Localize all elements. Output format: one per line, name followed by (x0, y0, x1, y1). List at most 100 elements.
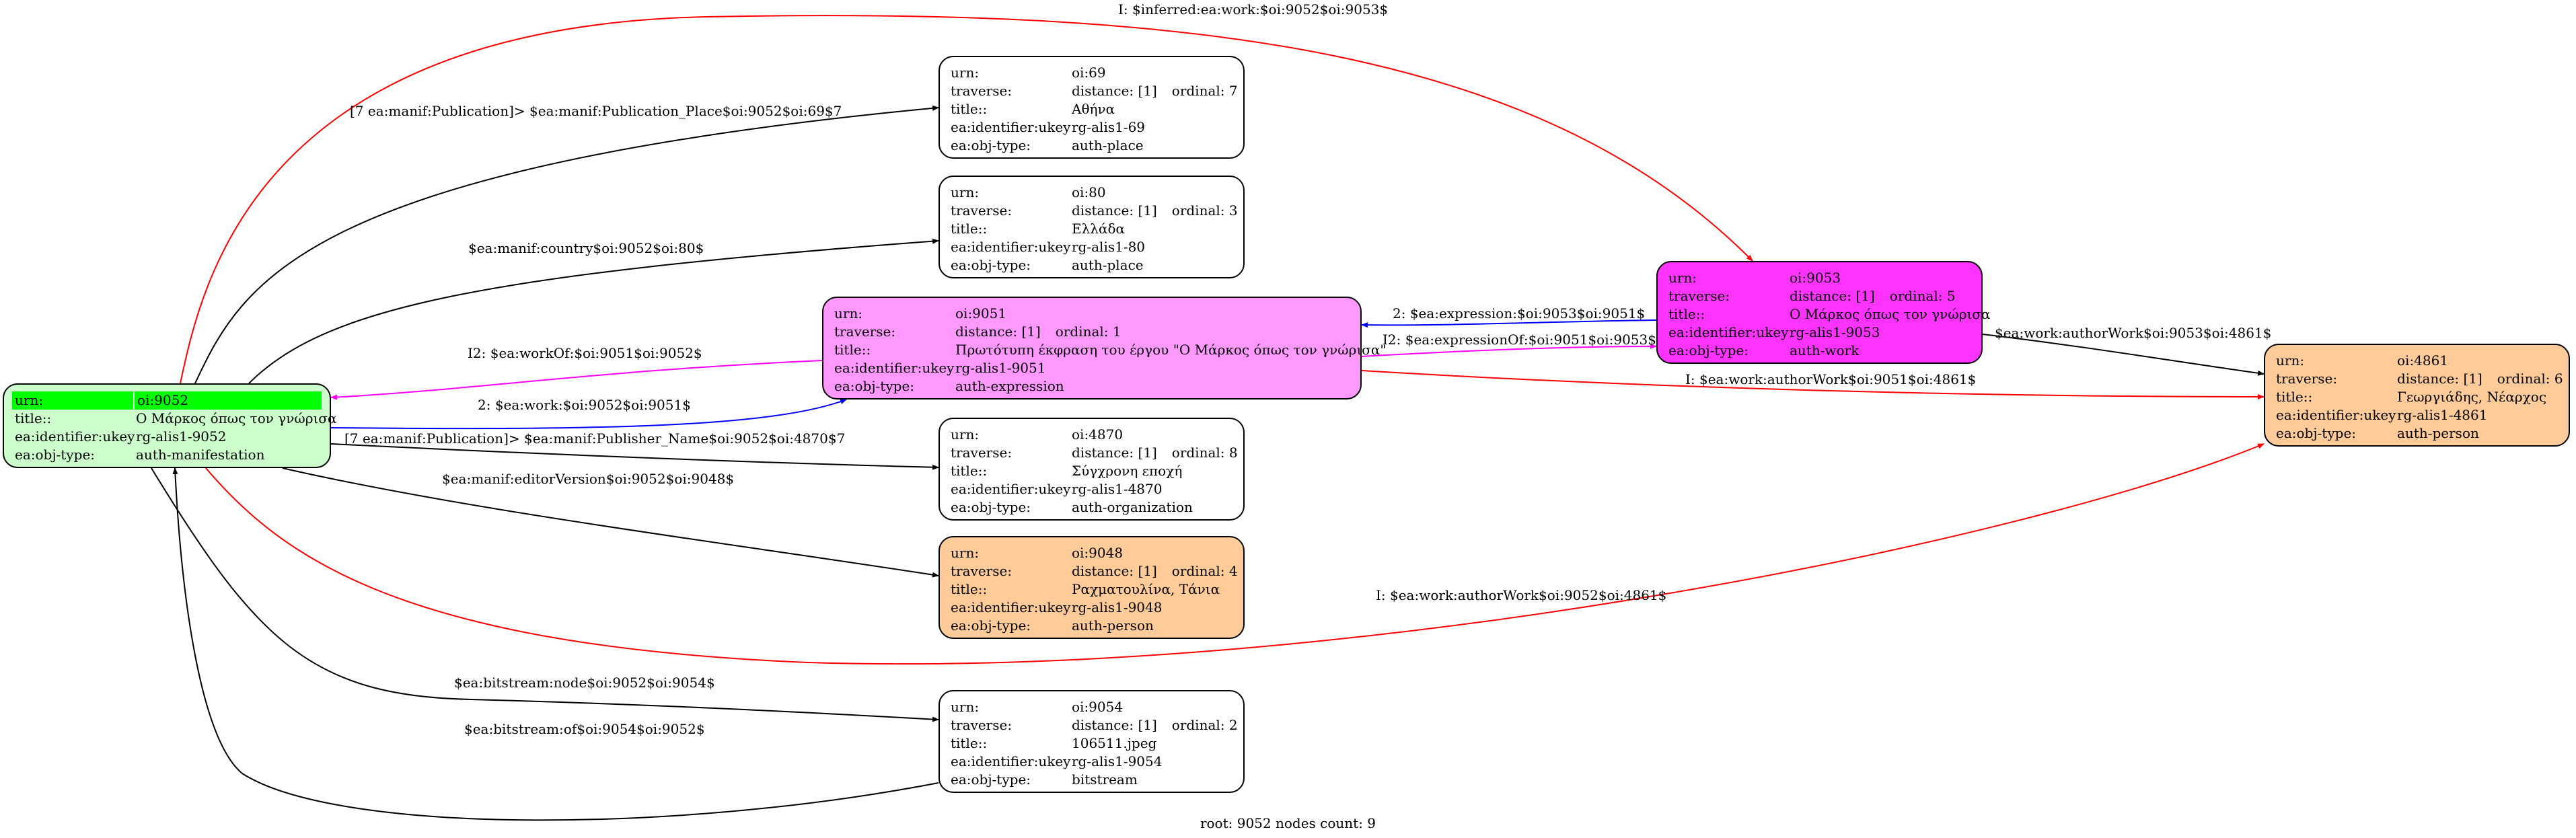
edge-label: $ea:manif:editorVersion$oi:9052$oi:9048$ (442, 471, 735, 487)
node-row: ea:obj-type:auth-work (1666, 342, 1973, 360)
row-value: rg-alis1-9048 (1069, 599, 1235, 617)
row-key: ea:obj-type: (15, 447, 96, 463)
node-row: traverse:distance: [1]ordinal: 8 (948, 444, 1238, 462)
node-row: title::Ο Μάρκος όπως τον γνώρισα (12, 410, 336, 428)
row-value-text: Πρωτότυπη έκφραση του έργου "Ο Μάρκος όπ… (955, 342, 1387, 358)
row-key: urn: (2276, 352, 2305, 369)
node-row: title::Ραχματουλίνα, Τάνια (948, 580, 1235, 599)
row-value: distance: [1]ordinal: 5 (1787, 287, 1973, 305)
node-row: traverse:distance: [1]ordinal: 4 (948, 562, 1238, 580)
edge-bitstream-node (151, 467, 939, 722)
row-value-text: distance: [1] (2397, 371, 2482, 387)
row-value: distance: [1]ordinal: 8 (1069, 444, 1238, 462)
row-value-text: oi:4861 (2397, 352, 2449, 369)
row-value-text: oi:9048 (1072, 545, 1124, 561)
node-oi-9053[interactable]: urn: oi:9053 traverse: distance: [1]ordinal… (1656, 261, 1990, 364)
row-value: oi:4870 (1069, 426, 1235, 444)
row-value-text: oi:80 (1072, 184, 1106, 200)
row-value: auth-manifestation (133, 446, 322, 464)
node-row: traverse:distance: [1]ordinal: 2 (948, 716, 1238, 734)
edge-inferred-work (180, 15, 1753, 384)
edge-editor (282, 467, 939, 578)
edge-expressionof (1361, 344, 1657, 357)
row-key: urn: (951, 65, 980, 81)
row-key: title:: (951, 101, 988, 117)
row-value: auth-place (1069, 137, 1235, 155)
row-value-text: distance: [1] (1072, 202, 1157, 219)
row-key: ea:obj-type: (951, 771, 1031, 788)
node-row: traverse:distance: [1]ordinal: 7 (948, 82, 1238, 100)
row-key: title:: (834, 342, 871, 358)
edge-expression (1361, 319, 1657, 328)
row-key: ea:obj-type: (951, 499, 1031, 515)
row-value: oi:9052 (135, 391, 322, 410)
node-row: urn:oi:69 (948, 64, 1235, 82)
node-row: ea:obj-type: bitstream (948, 771, 1235, 789)
row-value-text: auth-work (1790, 342, 1860, 358)
row-value: auth-person (1069, 617, 1235, 635)
row-value: rg-alis1-9052 (133, 428, 322, 446)
row-value: rg-alis1-9053 (1787, 323, 1973, 342)
row-key: urn: (951, 545, 980, 561)
node-row: ea:obj-type:auth-person (948, 617, 1235, 635)
edge-label: I: $ea:work:authorWork$oi:9051$oi:4861$ (1685, 371, 1977, 387)
row-value: distance: [1]ordinal: 3 (1069, 202, 1238, 220)
edge-country (248, 238, 939, 384)
row-key: ea:obj-type: (951, 137, 1031, 153)
row-value-text: auth-person (2397, 425, 2479, 441)
row-value-text: Αθήνα (1072, 101, 1115, 117)
edge-label: I2: $ea:expressionOf:$oi:9051$oi:9053$ (1383, 332, 1656, 348)
row-key: urn: (1668, 270, 1697, 286)
row-value: Γεωργιάδης, Νέαρχος (2394, 388, 2561, 406)
row-value-text: distance: [1] (1072, 717, 1157, 733)
row-value: Ραχματουλίνα, Τάνια (1069, 580, 1235, 599)
row-key: ea:obj-type: (834, 378, 915, 394)
edge-label: 2: $ea:work:$oi:9052$oi:9051$ (478, 397, 691, 413)
row-value: oi:9051 (953, 305, 1352, 323)
node-row: ea:obj-type:auth-place (948, 256, 1235, 274)
row-value-text: oi:9054 (1072, 699, 1124, 715)
row-ordinal: ordinal: 6 (2497, 371, 2563, 387)
row-value: distance: [1]ordinal: 2 (1069, 716, 1238, 734)
node-row: urn: oi:9048 (948, 544, 1235, 562)
row-value-text: oi:9053 (1790, 270, 1841, 286)
row-key: traverse: (1668, 288, 1730, 304)
node-row: urn:oi:9051 (832, 305, 1352, 323)
row-key: title:: (951, 581, 988, 597)
row-value: oi:9054 (1069, 698, 1235, 716)
edge-label: [7 ea:manif:Publication]> $ea:manif:Publ… (344, 430, 846, 447)
node-row: title::Γεωργιάδης, Νέαρχος (2273, 388, 2561, 406)
row-value: oi:9048 (1069, 544, 1235, 562)
row-value-text: rg-alis1-69 (1072, 119, 1146, 135)
row-value: bitstream (1069, 771, 1235, 789)
edge-authorwork-9053 (1982, 334, 2265, 376)
row-ordinal: ordinal: 4 (1171, 563, 1238, 579)
row-value: Πρωτότυπη έκφραση του έργου "Ο Μάρκος όπ… (953, 341, 1387, 359)
row-value: distance: [1]ordinal: 1 (953, 323, 1352, 341)
row-value-text: rg-alis1-4870 (1072, 481, 1163, 497)
edge-label: $ea:manif:country$oi:9052$oi:80$ (468, 240, 704, 256)
row-ordinal: ordinal: 5 (1889, 288, 1956, 304)
row-value-text: auth-organization (1072, 499, 1193, 515)
row-value: oi:9053 (1787, 269, 1973, 287)
row-value-text: distance: [1] (1072, 563, 1157, 579)
node-row: ea:obj-type: auth-organization (948, 498, 1235, 517)
row-value: Ο Μάρκος όπως τον γνώρισα (133, 410, 336, 428)
edge-authorwork-9052 (205, 443, 2265, 665)
edge-label: I: $inferred:ea:work:$oi:9052$oi:9053$ (1118, 1, 1389, 17)
edge-label: I: $ea:work:authorWork$oi:9052$oi:4861$ (1376, 587, 1667, 603)
row-value-text: Ο Μάρκος όπως τον γνώρισα (1790, 306, 1991, 322)
edge-work (330, 399, 847, 430)
node-row: traverse:distance: [1]ordinal: 3 (948, 202, 1238, 220)
